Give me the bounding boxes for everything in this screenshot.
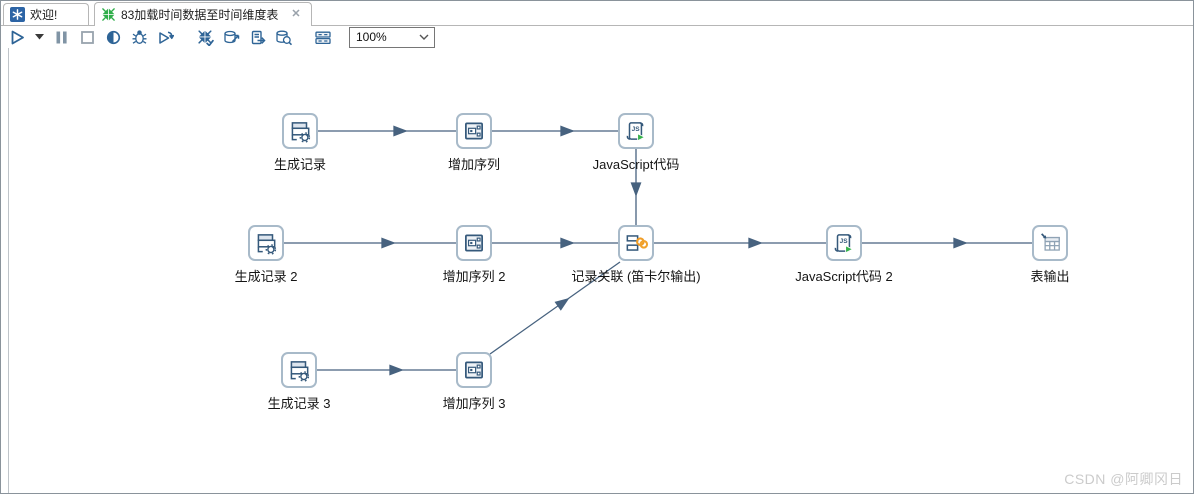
- explore-database-button[interactable]: [273, 28, 293, 46]
- step-label: 生成记录 2: [234, 269, 298, 284]
- table-output-icon: [1032, 225, 1068, 261]
- join-rows-icon: [618, 225, 654, 261]
- tab-welcome-label: 欢迎!: [30, 8, 58, 22]
- step-generate-rows-1[interactable]: 生成记录: [215, 113, 385, 173]
- step-generate-rows-2[interactable]: 生成记录 2: [181, 225, 351, 285]
- tab-transformation-label: 83加载时间数据至时间维度表: [121, 8, 279, 22]
- chevron-down-icon: [414, 34, 434, 40]
- stop-button[interactable]: [77, 28, 97, 46]
- tab-welcome[interactable]: 欢迎!: [3, 3, 89, 25]
- pause-button[interactable]: [51, 28, 71, 46]
- transformation-icon: [101, 7, 116, 22]
- step-add-sequence-3[interactable]: 增加序列 3: [389, 352, 559, 412]
- csdn-watermark: CSDN @阿卿冈日: [1064, 471, 1183, 487]
- canvas-left-border: [8, 48, 9, 493]
- step-label: 记录关联 (笛卡尔输出): [571, 269, 701, 284]
- step-label: 生成记录: [273, 157, 326, 172]
- debug-button[interactable]: [129, 28, 149, 46]
- step-label: 增加序列 3: [442, 396, 506, 411]
- impact-analysis-button[interactable]: [221, 28, 241, 46]
- generate-rows-icon: [282, 113, 318, 149]
- step-label: 生成记录 3: [267, 396, 331, 411]
- step-join-rows[interactable]: 记录关联 (笛卡尔输出): [551, 225, 721, 285]
- svg-text:JS: JS: [632, 126, 641, 133]
- javascript-icon: JS: [618, 113, 654, 149]
- step-javascript-2[interactable]: JS JavaScript代码 2: [759, 225, 929, 285]
- tab-transformation[interactable]: 83加载时间数据至时间维度表 ✕: [94, 2, 312, 26]
- javascript-icon: JS: [826, 225, 862, 261]
- svg-text:JS: JS: [840, 238, 849, 245]
- step-table-output[interactable]: 表输出: [965, 225, 1135, 285]
- step-add-sequence-1[interactable]: 增加序列: [389, 113, 559, 173]
- run-options-dropdown-icon[interactable]: [33, 28, 45, 46]
- step-label: JavaScript代码 2: [795, 269, 893, 284]
- tab-close-icon[interactable]: ✕: [291, 8, 301, 20]
- zoom-level-value: 100%: [356, 30, 387, 44]
- show-execution-results-button[interactable]: [313, 28, 333, 46]
- run-button[interactable]: [7, 28, 27, 46]
- step-javascript-1[interactable]: JS JavaScript代码: [551, 113, 721, 173]
- add-sequence-icon: [456, 113, 492, 149]
- add-sequence-icon: [456, 352, 492, 388]
- step-label: 表输出: [1030, 269, 1070, 284]
- generate-sql-button[interactable]: [247, 28, 267, 46]
- replay-button[interactable]: [155, 28, 175, 46]
- add-sequence-icon: [456, 225, 492, 261]
- check-transformation-button[interactable]: [195, 28, 215, 46]
- zoom-select[interactable]: 100%: [349, 26, 435, 48]
- step-label: JavaScript代码: [592, 157, 680, 172]
- kettle-logo-icon: [10, 7, 25, 22]
- main-toolbar: 100%: [1, 26, 1193, 49]
- preview-button[interactable]: [103, 28, 123, 46]
- step-add-sequence-2[interactable]: 增加序列 2: [389, 225, 559, 285]
- step-label: 增加序列 2: [442, 269, 506, 284]
- step-label: 增加序列: [447, 157, 500, 172]
- generate-rows-icon: [248, 225, 284, 261]
- generate-rows-icon: [281, 352, 317, 388]
- editor-tabbar: 欢迎! 83加载时间数据至时间维度表 ✕: [1, 1, 1193, 26]
- step-generate-rows-3[interactable]: 生成记录 3: [214, 352, 384, 412]
